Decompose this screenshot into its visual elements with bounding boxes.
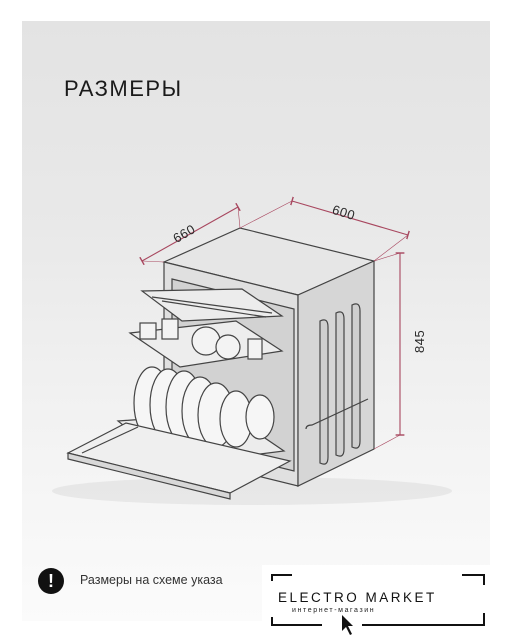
width-label: 600 [330,202,357,223]
dishwasher-dimension-illustration: 660 600 845 [52,196,452,505]
brand-logo-frame [271,574,485,635]
dimension-lines [139,196,410,450]
dishwasher-body [66,227,376,500]
exclamation-icon: ! [38,568,64,594]
brand-name: ELECTRO MARKET [278,590,437,605]
depth-dimension-line [139,202,241,266]
product-card: РАЗМЕРЫ [22,21,490,621]
cursor-icon [342,615,353,635]
note-text: Размеры на схеме указа [80,573,223,587]
brand-tagline: интернет-магазин [292,607,376,614]
width-dimension-line [290,196,410,240]
height-label: 845 [412,330,427,353]
brand-watermark: ELECTRO MARKET интернет-магазин [262,565,495,640]
page-title: РАЗМЕРЫ [64,76,183,101]
floor-shadow [52,477,452,505]
